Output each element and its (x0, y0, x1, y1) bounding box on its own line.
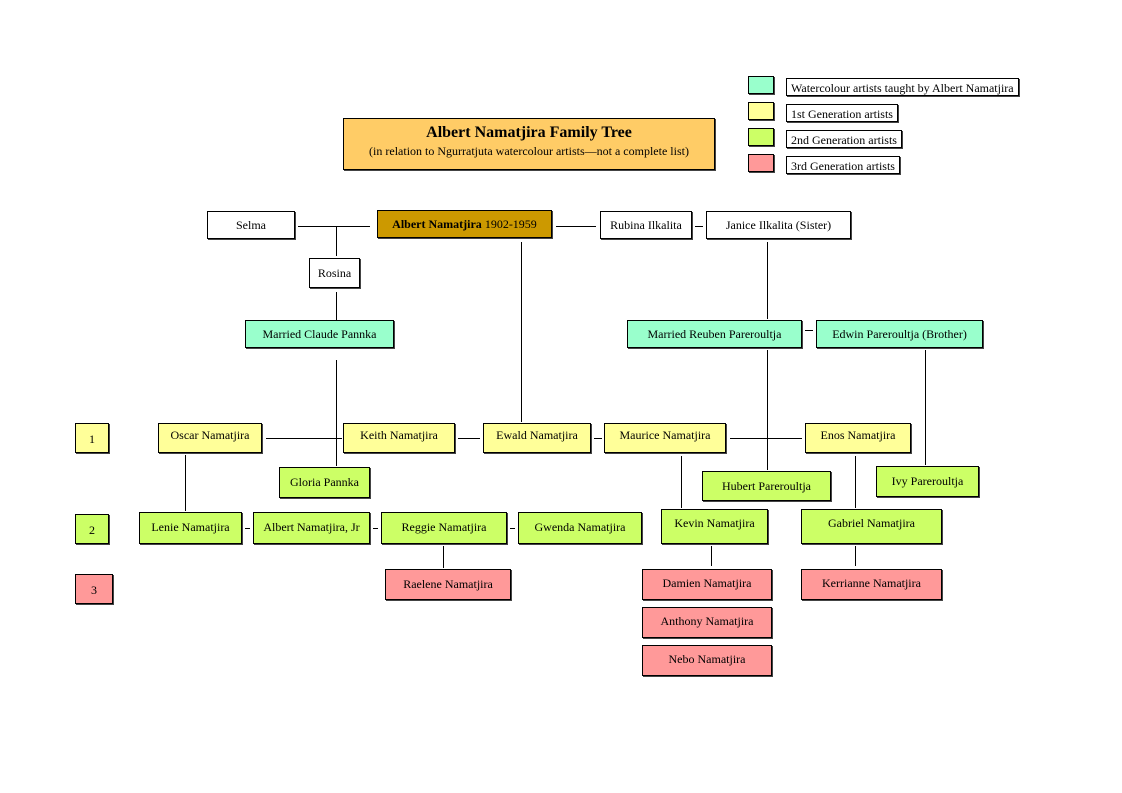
legend-label-gen3: 3rd Generation artists (786, 156, 900, 174)
person-albert-namatjira: Albert Namatjira 1902-1959 (377, 210, 552, 238)
person-nebo-namatjira: Nebo Namatjira (642, 645, 772, 676)
connector-oscar-keith (266, 438, 342, 439)
connector-claude-gloria (336, 360, 337, 466)
legend-label-taught: Watercolour artists taught by Albert Nam… (786, 78, 1019, 96)
connector-keith-ewald (458, 438, 480, 439)
person-lenie-namatjira: Lenie Namatjira (139, 512, 242, 544)
person-oscar-namatjira: Oscar Namatjira (158, 423, 262, 453)
person-damien-namatjira: Damien Namatjira (642, 569, 772, 600)
person-selma: Selma (207, 211, 295, 239)
person-kerrianne-namatjira: Kerrianne Namatjira (801, 569, 942, 600)
connector-maurice-enos (730, 438, 802, 439)
connector-enos-gabriel (855, 456, 856, 508)
legend-label-gen2: 2nd Generation artists (786, 130, 902, 148)
connector-albert-ewald (521, 242, 522, 422)
connector-gabriel-kerrianne (855, 546, 856, 566)
person-albert-years: 1902-1959 (481, 217, 537, 231)
person-albert-name: Albert Namatjira (392, 217, 482, 231)
person-janice-ilkalita: Janice Ilkalita (Sister) (706, 211, 851, 239)
connector-maurice-kevin (681, 456, 682, 508)
person-married-reuben-pareroultja: Married Reuben Pareroultja (627, 320, 802, 348)
connector-lenie-albertjr (245, 528, 250, 529)
person-reggie-namatjira: Reggie Namatjira (381, 512, 507, 544)
person-raelene-namatjira: Raelene Namatjira (385, 569, 511, 600)
person-hubert-pareroultja: Hubert Pareroultja (702, 471, 831, 501)
connector-reggie-gwenda (510, 528, 515, 529)
connector-edwin-ivy (925, 350, 926, 465)
connector-albertjr-reggie (373, 528, 378, 529)
person-gloria-pannka: Gloria Pannka (279, 467, 370, 498)
person-enos-namatjira: Enos Namatjira (805, 423, 911, 453)
connector-rubina-janice (695, 226, 703, 227)
person-rubina-ilkalita: Rubina Ilkalita (600, 211, 692, 239)
connector-kevin-damien (711, 546, 712, 566)
connector-to-rosina (336, 226, 337, 256)
legend-swatch-gen2 (748, 128, 774, 146)
person-ivy-pareroultja: Ivy Pareroultja (876, 466, 979, 497)
generation-marker-3: 3 (75, 574, 113, 604)
person-gabriel-namatjira: Gabriel Namatjira (801, 509, 942, 544)
person-keith-namatjira: Keith Namatjira (343, 423, 455, 453)
person-gwenda-namatjira: Gwenda Namatjira (518, 512, 642, 544)
legend-swatch-gen3 (748, 154, 774, 172)
person-anthony-namatjira: Anthony Namatjira (642, 607, 772, 638)
person-edwin-pareroultja: Edwin Pareroultja (Brother) (816, 320, 983, 348)
connector-reuben-edwin (805, 330, 813, 331)
connector-oscar-lenie (185, 455, 186, 511)
person-ewald-namatjira: Ewald Namatjira (483, 423, 591, 453)
person-rosina: Rosina (309, 258, 360, 288)
legend-swatch-gen1 (748, 102, 774, 120)
connector-reggie-raelene (443, 546, 444, 568)
page-subtitle: (in relation to Ngurratjuta watercolour … (369, 144, 689, 158)
connector-janice-reuben (767, 242, 768, 319)
connector-albert-rubina (556, 226, 596, 227)
person-kevin-namatjira: Kevin Namatjira (661, 509, 768, 544)
connector-rosina-claude (336, 292, 337, 320)
person-married-claude-pannka: Married Claude Pannka (245, 320, 394, 348)
generation-marker-2: 2 (75, 514, 109, 544)
connector-reuben-hubert (767, 350, 768, 470)
legend-swatch-taught (748, 76, 774, 94)
page-title: Albert Namatjira Family Tree (426, 124, 632, 141)
title-box: Albert Namatjira Family Tree (in relatio… (343, 118, 715, 170)
connector-selma-albert (298, 226, 370, 227)
person-maurice-namatjira: Maurice Namatjira (604, 423, 726, 453)
legend-label-gen1: 1st Generation artists (786, 104, 898, 122)
person-albert-namatjira-jr: Albert Namatjira, Jr (253, 512, 370, 544)
generation-marker-1: 1 (75, 423, 109, 453)
connector-ewald-maurice (594, 438, 602, 439)
